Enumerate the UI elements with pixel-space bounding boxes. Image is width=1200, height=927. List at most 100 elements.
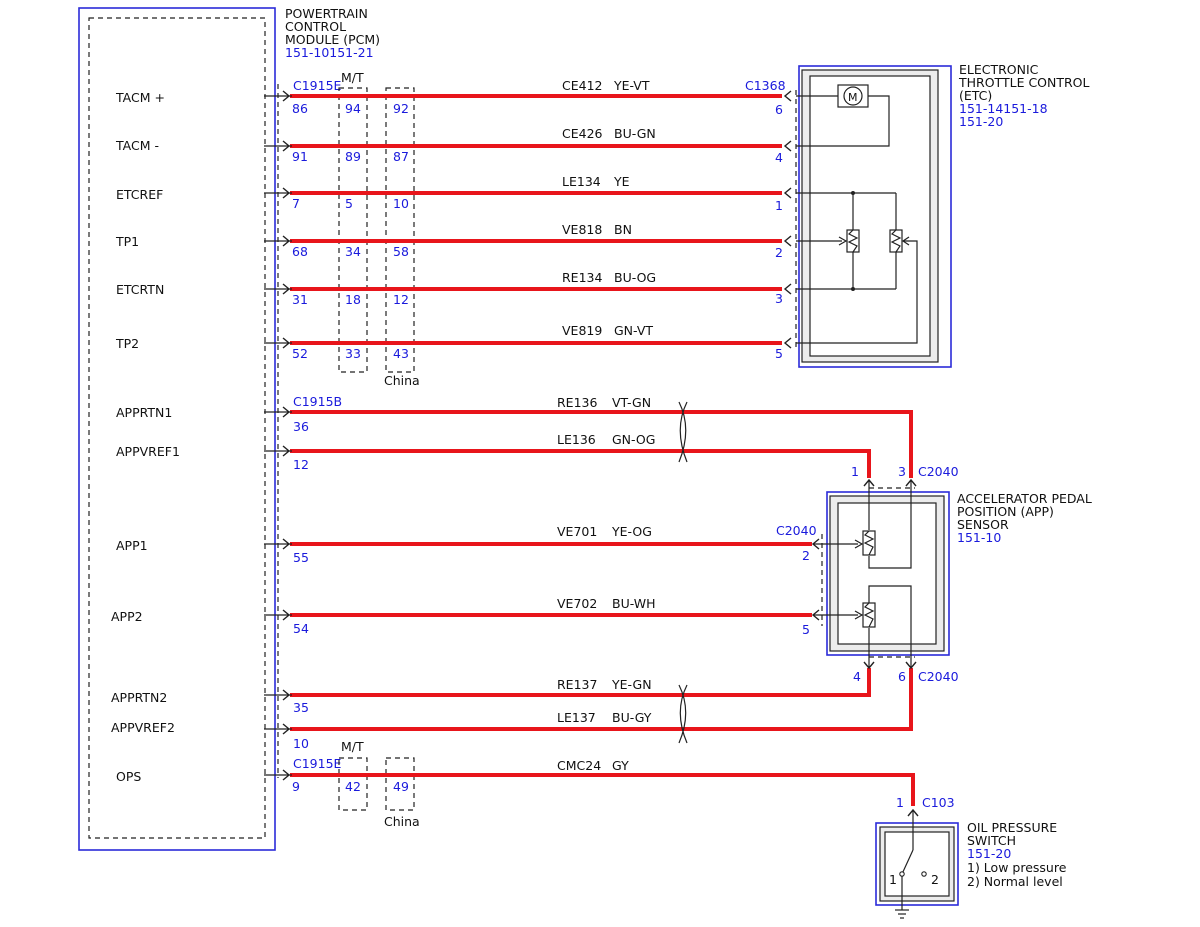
signal-label-apprtn2: APPRTN2	[111, 690, 167, 705]
pcm-outline	[78, 7, 276, 851]
app-outline	[826, 491, 950, 656]
etc-ref-2: 151-20	[959, 114, 1003, 129]
pcm-pin-appvref1: 12	[293, 457, 309, 472]
circuit-app1: VE701	[557, 524, 597, 539]
wirecolor-tp2: GN-VT	[614, 323, 653, 338]
circuit-etcref: LE134	[562, 174, 601, 189]
circuit-tacm-plus: CE412	[562, 78, 603, 93]
etc-ref-1: 151-14151-18	[959, 101, 1048, 116]
wirecolor-apprtn1: VT-GN	[612, 395, 651, 410]
arrow-icon	[282, 538, 291, 550]
arrow-icon	[282, 283, 291, 295]
mt-pin-tacm-minus: 89	[345, 149, 361, 164]
arrow-icon	[783, 235, 792, 247]
mt-pin-tp2: 33	[345, 346, 361, 361]
wirecolor-ops: GY	[612, 758, 629, 773]
wirecolor-app1: YE-OG	[611, 524, 652, 539]
china-label-bottom: China	[384, 814, 420, 829]
mt-connector-box-bottom	[338, 757, 368, 811]
ops-contact-label-2: 2	[931, 872, 939, 887]
arrow-icon	[783, 283, 792, 295]
arrow-icon	[282, 90, 291, 102]
signal-label-app2: APP2	[111, 609, 143, 624]
signal-label-etcref: ETCREF	[116, 187, 163, 202]
pcm-pin-tacm-plus: 86	[292, 101, 308, 116]
arrow-icon	[282, 235, 291, 247]
wirecolor-apprtn2: YE-GN	[611, 677, 652, 692]
app-title-3: SENSOR	[957, 517, 1009, 532]
ops-title-2: SWITCH	[967, 833, 1016, 848]
arrow-icon	[282, 187, 291, 199]
signal-label-tacm-minus: TACM -	[115, 138, 159, 153]
etc-pin-5: 5	[775, 346, 783, 361]
china-pin-tp1: 58	[393, 244, 409, 259]
etc-inner	[809, 75, 931, 357]
mt-pin-ops: 42	[345, 779, 361, 794]
wire-apprtn2	[290, 668, 871, 697]
wirecolor-appvref2: BU-GY	[612, 710, 652, 725]
pcm-title-3: MODULE (PCM)	[285, 32, 380, 47]
ops-title-1: OIL PRESSURE	[967, 820, 1057, 835]
tp1-potentiometer-icon	[846, 229, 860, 253]
wirecolor-etcrtn: BU-OG	[614, 270, 656, 285]
china-connector-box-bottom	[385, 757, 415, 811]
etc-title-3: (ETC)	[959, 88, 992, 103]
signal-label-tp1: TP1	[115, 234, 139, 249]
app-pin-4: 4	[853, 669, 861, 684]
signal-label-tacm-plus: TACM +	[115, 90, 165, 105]
ops-contact-label-1: 1	[889, 872, 897, 887]
ops-ref: 151-20	[967, 846, 1011, 861]
switch-contact-2	[921, 871, 927, 877]
circuit-app2: VE702	[557, 596, 597, 611]
etc-pin-6: 6	[775, 102, 783, 117]
circuit-tp1: VE818	[562, 222, 602, 237]
ops-outline	[875, 822, 959, 906]
arrow-icon	[783, 140, 792, 152]
etc-pin-2: 2	[775, 245, 783, 260]
pcm-pin-ops: 9	[292, 779, 300, 794]
mt-pin-tp1: 34	[345, 244, 361, 259]
ops-inner	[884, 831, 950, 897]
arrow-icon	[783, 187, 792, 199]
china-pin-etcrtn: 12	[393, 292, 409, 307]
mt-pin-etcref: 5	[345, 196, 353, 211]
signal-label-tp2: TP2	[115, 336, 139, 351]
c1915e-label-top: C1915E	[293, 78, 342, 93]
pcm-title-1: POWERTRAIN	[285, 6, 368, 21]
wire-apprtn1	[290, 410, 913, 478]
mt-pin-tacm-plus: 94	[345, 101, 361, 116]
circuit-tacm-minus: CE426	[562, 126, 603, 141]
circuit-apprtn1: RE136	[557, 395, 597, 410]
app-title-2: POSITION (APP)	[957, 504, 1054, 519]
pcm-pin-apprtn2: 35	[293, 700, 309, 715]
twisted-pair-marker-1	[678, 401, 688, 463]
china-pin-etcref: 10	[393, 196, 409, 211]
circuit-appvref2: LE137	[557, 710, 596, 725]
c1368-label: C1368	[745, 78, 786, 93]
etc-pin-1: 1	[775, 198, 783, 213]
c103-label: C103	[922, 795, 955, 810]
arrow-icon	[783, 337, 792, 349]
signal-label-etcrtn: ETCRTN	[116, 282, 164, 297]
wire-appvref2	[290, 668, 913, 731]
pcm-pin-stubs	[264, 95, 292, 776]
mt-label-bottom: M/T	[341, 739, 364, 754]
app-pin-6: 6	[898, 669, 906, 684]
app-pin-5: 5	[802, 622, 810, 637]
ops-internal	[895, 810, 927, 919]
pcm-pin-apprtn1: 36	[293, 419, 309, 434]
app-pin-2: 2	[802, 548, 810, 563]
pcm-pin-tp1: 68	[292, 244, 308, 259]
arrow-icon	[282, 140, 291, 152]
mt-label-top: M/T	[341, 70, 364, 85]
app-title-1: ACCELERATOR PEDAL	[957, 491, 1092, 506]
china-pin-tp2: 43	[393, 346, 409, 361]
etc-internal: M	[796, 84, 918, 344]
wirecolor-tacm-plus: YE-VT	[613, 78, 650, 93]
pcm-title-2: CONTROL	[285, 19, 346, 34]
wire-appvref1	[290, 449, 871, 478]
signal-label-ops: OPS	[116, 769, 141, 784]
ops-note-2: 2) Normal level	[967, 874, 1063, 889]
mt-pin-etcrtn: 18	[345, 292, 361, 307]
wire-ops	[290, 773, 915, 806]
